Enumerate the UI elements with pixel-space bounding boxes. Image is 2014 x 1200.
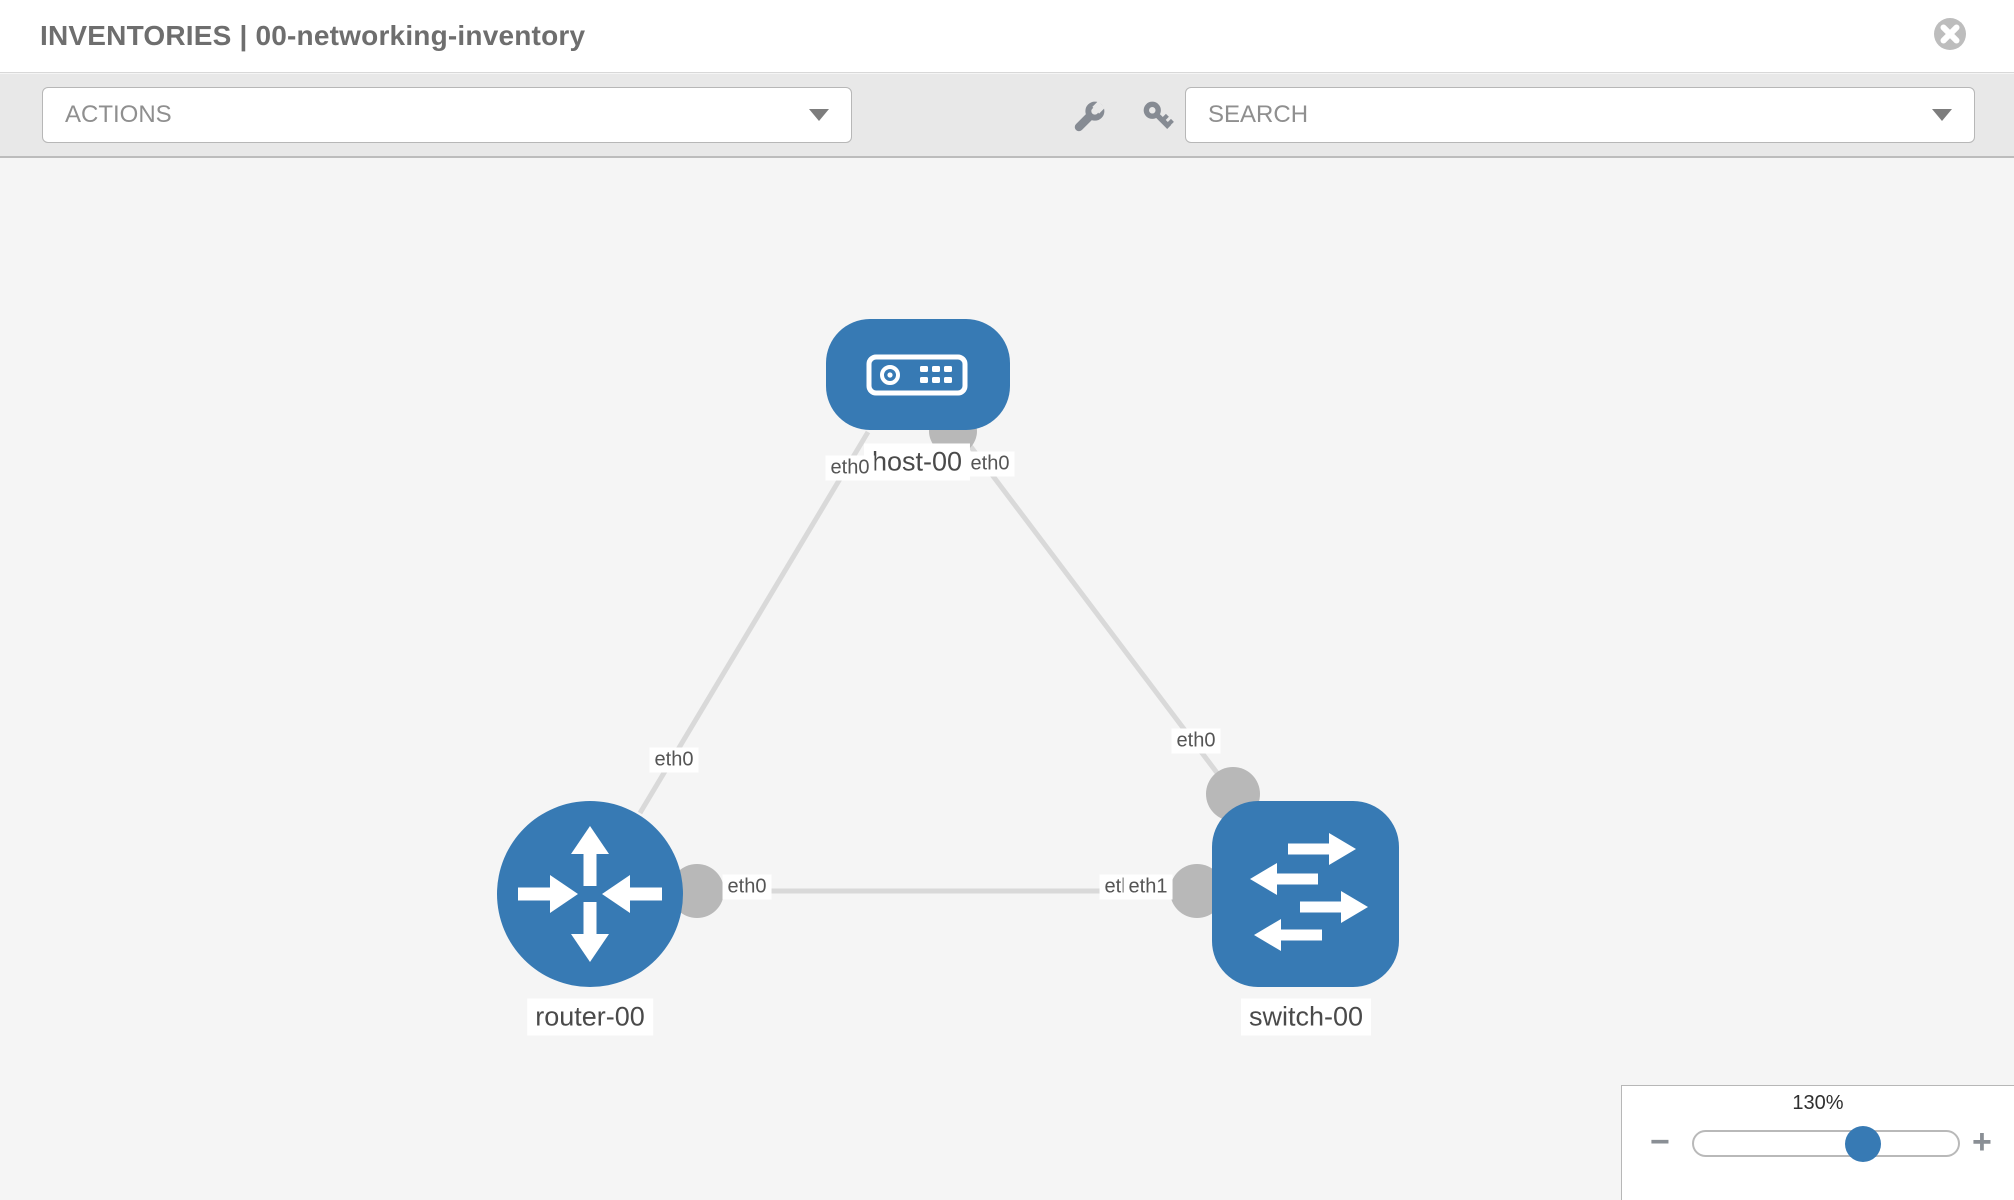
- caret-down-icon: [809, 109, 829, 121]
- if-label-router-to-switch: eth0: [722, 874, 772, 900]
- if-label-switch-to-host: eth0: [1171, 728, 1221, 754]
- node-router-00[interactable]: [497, 801, 683, 987]
- node-label-router: router-00: [527, 998, 653, 1036]
- breadcrumb-header: INVENTORIES | 00-networking-inventory: [0, 0, 2014, 73]
- switch-icon: [1250, 833, 1368, 951]
- search-dropdown[interactable]: SEARCH: [1185, 87, 1975, 143]
- topology-links: [637, 430, 1235, 894]
- node-label-switch: switch-00: [1240, 998, 1372, 1036]
- zoom-level-value: 130%: [1792, 1092, 1844, 1114]
- toolbar: ACTIONS SEARCH: [0, 74, 2014, 158]
- zoom-in-button[interactable]: +: [1972, 1123, 1992, 1161]
- close-button[interactable]: [1932, 16, 1968, 52]
- interface-dot-router: [670, 864, 724, 918]
- node-switch-00[interactable]: [1212, 801, 1399, 987]
- wrench-icon: [1074, 101, 1105, 132]
- if-label-host-to-switch: eth0: [965, 451, 1015, 477]
- if-label-router-to-host: eth0: [649, 747, 699, 773]
- if-label-host-to-router: eth0: [825, 455, 875, 481]
- search-dropdown-label: SEARCH: [1208, 101, 1309, 128]
- caret-down-icon: [1932, 109, 1952, 121]
- router-icon: [518, 826, 662, 962]
- key-icon: [1143, 101, 1174, 129]
- zoom-slider-knob[interactable]: [1844, 1126, 1881, 1162]
- interface-dot-switch-left: [1170, 864, 1224, 918]
- host-icon: [866, 354, 968, 396]
- zoom-panel: 130% − +: [1621, 1085, 2014, 1200]
- interface-dots: [670, 407, 1260, 918]
- actions-dropdown[interactable]: ACTIONS: [42, 87, 852, 143]
- page-title: INVENTORIES | 00-networking-inventory: [40, 20, 586, 51]
- node-label-host: host-00: [863, 443, 971, 481]
- close-icon: [1934, 18, 1966, 50]
- tools-button[interactable]: [1070, 98, 1108, 136]
- actions-dropdown-label: ACTIONS: [65, 101, 172, 128]
- key-button[interactable]: [1140, 98, 1178, 136]
- if-label-switch-to-router: eth1: [1123, 874, 1173, 900]
- zoom-out-button[interactable]: −: [1650, 1123, 1670, 1161]
- zoom-slider[interactable]: [1692, 1126, 1960, 1162]
- topology-canvas[interactable]: host-00 router-00 switch-00 eth0 eth0 et…: [0, 160, 2014, 1200]
- node-host-00[interactable]: [826, 319, 1010, 430]
